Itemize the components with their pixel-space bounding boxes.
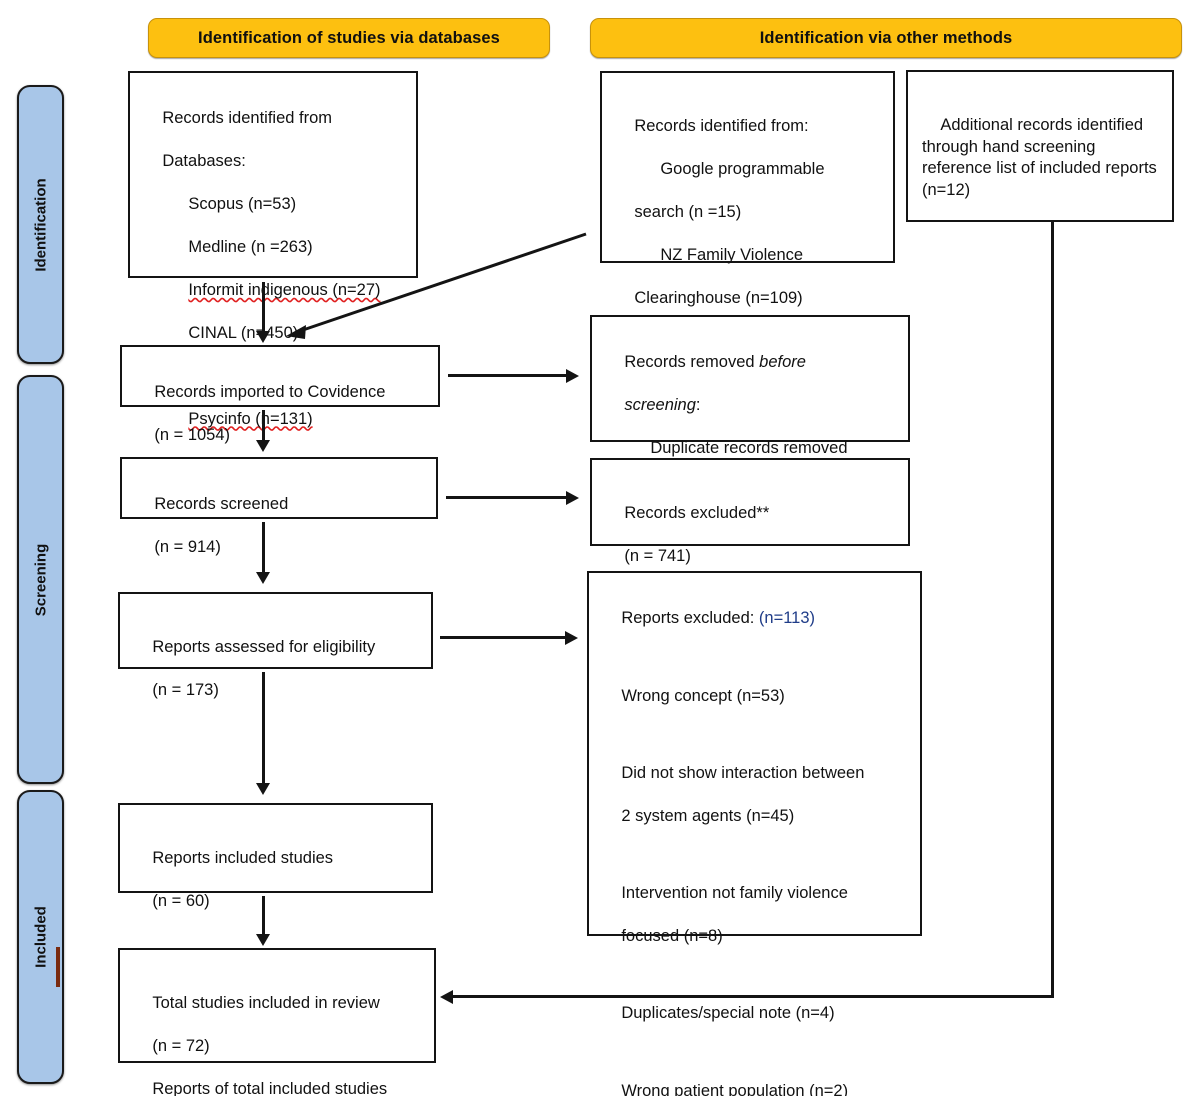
- source-medline: Medline (n =263): [188, 238, 313, 257]
- connector-databases-to-covidence: [262, 282, 265, 331]
- spacer: [603, 969, 908, 982]
- reports-assessed-l2: (n = 173): [152, 681, 219, 700]
- connector-additional-vertical: [1051, 222, 1054, 998]
- records-imported-l2: (n = 1054): [154, 426, 231, 445]
- box-reports-assessed: Reports assessed for eligibility (n = 17…: [118, 592, 433, 699]
- stage-label-screening: Screening: [32, 543, 49, 616]
- records-identified-other-title: Records identified from:: [634, 117, 809, 136]
- connector-other-methods-to-covidence: [286, 232, 587, 339]
- reason-wrong-population: Wrong patient population (n=2): [621, 1081, 849, 1096]
- box-records-screened: Records screened (n = 914): [120, 457, 438, 556]
- arrowhead-assessed-to-reports-excluded: [565, 631, 578, 645]
- connector-covidence-to-screened: [262, 410, 265, 440]
- box-additional-records: Additional records identified through ha…: [906, 70, 1174, 222]
- other-source-nzfv-l2: Clearinghouse (n=109): [634, 288, 803, 307]
- arrowhead-databases-to-covidence: [256, 331, 270, 343]
- reason-no-interaction-l2: 2 system agents (n=45): [621, 806, 795, 825]
- stage-rail-screening: Screening: [17, 375, 64, 784]
- box-records-identified-other: Records identified from: Google programm…: [600, 71, 895, 350]
- arrowhead-additional-to-total: [440, 990, 453, 1004]
- reports-assessed-l1: Reports assessed for eligibility: [152, 638, 376, 657]
- reports-excluded-heading: Reports excluded:: [621, 609, 759, 628]
- reports-included-l2: (n = 60): [152, 892, 210, 911]
- header-banner-other-methods: Identification via other methods: [590, 18, 1182, 58]
- reports-excluded-count: (n=113): [758, 609, 816, 628]
- arrowhead-covidence-to-screened: [256, 440, 270, 452]
- records-screened-l1: Records screened: [154, 495, 289, 514]
- stage-label-included: Included: [32, 906, 49, 968]
- spacer: [603, 849, 908, 862]
- other-source-google-l1: Google programmable: [660, 160, 825, 179]
- spacer: [603, 651, 908, 664]
- connector-screened-to-excluded: [446, 496, 571, 499]
- box-total-included: Total studies included in review (n = 72…: [118, 948, 436, 1096]
- other-source-nzfv-l1: NZ Family Violence: [660, 246, 804, 265]
- arrowhead-assessed-to-included: [256, 783, 270, 795]
- connector-assessed-to-reports-excluded: [440, 636, 570, 639]
- box-reports-included: Reports included studies (n = 60): [118, 803, 433, 910]
- source-informit: Informit indigenous (n=27): [188, 280, 381, 299]
- reports-included-l1: Reports included studies: [152, 849, 334, 868]
- records-screened-l2: (n = 914): [154, 538, 221, 557]
- reason-wrong-concept: Wrong concept (n=53): [621, 686, 785, 705]
- stage-rail-identification: Identification: [17, 85, 64, 364]
- reason-not-fv-l1: Intervention not family violence: [621, 884, 848, 903]
- box-records-imported: Records imported to Covidence (n = 1054): [120, 345, 440, 444]
- records-excluded-l1: Records excluded**: [624, 504, 770, 523]
- box-records-excluded: Records excluded** (n = 741): [590, 458, 910, 565]
- records-identified-subtitle: Databases:: [162, 152, 246, 171]
- header-banner-databases-label: Identification of studies via databases: [198, 28, 500, 47]
- reason-no-interaction-l1: Did not show interaction between: [621, 764, 865, 783]
- connector-additional-horizontal: [453, 995, 1054, 998]
- box-records-removed: Records removed before screening: Duplic…: [590, 315, 910, 500]
- header-banner-other-methods-label: Identification via other methods: [759, 28, 1013, 47]
- spacer: [603, 729, 908, 742]
- records-removed-screening: screening: [624, 396, 696, 415]
- additional-records-text: Additional records identified through ha…: [922, 116, 1162, 199]
- total-included-l3: Reports of total included studies: [152, 1080, 388, 1096]
- records-removed-l3: Duplicate records removed: [650, 439, 848, 458]
- records-removed-l1: Records removed: [624, 353, 760, 372]
- arrowhead-screened-to-assessed: [256, 572, 270, 584]
- spacer: [603, 1046, 908, 1059]
- records-identified-title: Records identified from: [162, 109, 333, 128]
- records-removed-before: before: [759, 353, 806, 372]
- reason-duplicates: Duplicates/special note (n=4): [621, 1004, 835, 1023]
- arrowhead-covidence-to-removed: [566, 369, 579, 383]
- other-source-google-l2: search (n =15): [634, 203, 742, 222]
- source-psycinfo: Psycinfo (n=131): [188, 409, 313, 428]
- arrowhead-included-to-total: [256, 934, 270, 946]
- connector-covidence-to-removed: [448, 374, 571, 377]
- box-reports-excluded: Reports excluded: (n=113) Wrong concept …: [587, 571, 922, 1096]
- connector-assessed-to-included: [262, 672, 265, 783]
- connector-included-to-total: [262, 896, 265, 934]
- header-banner-databases: Identification of studies via databases: [148, 18, 550, 58]
- reason-not-fv-l2: focused (n=8): [621, 927, 723, 946]
- records-excluded-l2: (n = 741): [624, 547, 691, 566]
- stage-rail-included: Included: [17, 790, 64, 1084]
- total-included-l2: (n = 72): [152, 1037, 210, 1056]
- records-imported-l1: Records imported to Covidence: [154, 383, 386, 402]
- source-scopus: Scopus (n=53): [188, 195, 297, 214]
- connector-screened-to-assessed: [262, 522, 265, 572]
- total-included-l1: Total studies included in review: [152, 994, 380, 1013]
- rail-edge-mark: [56, 947, 60, 987]
- records-removed-colon: :: [695, 396, 701, 415]
- arrowhead-screened-to-excluded: [566, 491, 579, 505]
